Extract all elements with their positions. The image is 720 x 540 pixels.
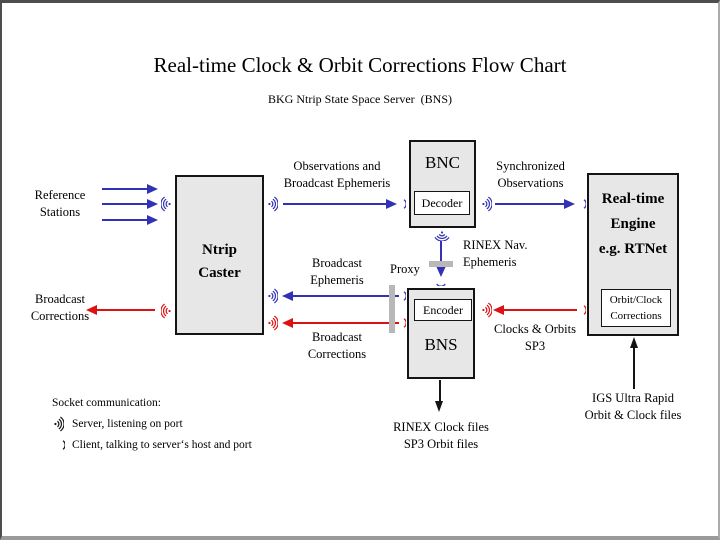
server-socket-icon	[160, 196, 173, 212]
bns-label: BNS	[424, 335, 458, 354]
rte-label-2: Engine	[610, 216, 656, 232]
label-broadcast-corrections: Broadcast Corrections	[307, 330, 367, 361]
server-socket-icon	[480, 302, 493, 318]
server-socket-icon	[266, 196, 279, 212]
orbit-clock-label-1: Orbit/Clock	[609, 294, 663, 306]
client-socket-icon	[59, 437, 66, 453]
legend-server-text: Server, listening on port	[72, 418, 183, 430]
server-socket-icon	[160, 303, 173, 319]
label-broadcast-corrections-left: Broadcast Corrections	[30, 292, 90, 323]
server-socket-icon	[52, 416, 65, 432]
client-socket-icon	[400, 288, 407, 304]
proxy-bar-horizontal	[429, 261, 453, 267]
decoder-box: Decoder	[414, 191, 470, 215]
client-socket-icon	[400, 196, 407, 212]
label-proxy: Proxy	[390, 262, 420, 276]
server-socket-icon	[480, 196, 493, 212]
ntrip-caster-label-2: Caster	[198, 265, 241, 281]
server-socket-icon	[266, 288, 279, 304]
label-broadcast-ephemeris: Broadcast Ephemeris	[310, 256, 364, 287]
diagram-title: Real-time Clock & Orbit Corrections Flow…	[153, 53, 567, 77]
label-clocks-orbits-sp3: Clocks & Orbits SP3	[494, 322, 576, 353]
rte-label-1: Real-time	[601, 191, 665, 207]
client-socket-icon	[580, 196, 587, 212]
orbit-clock-corrections-box: Orbit/Clock Corrections	[601, 289, 671, 327]
realtime-engine-box: Real-time Engine e.g. RTNet	[587, 173, 679, 336]
label-observations-broadcast-ephemeris: Observations and Broadcast Ephemeris	[283, 159, 391, 190]
label-rinex-clock-sp3-files: RINEX Clock files SP3 Orbit files	[393, 420, 489, 451]
label-synchronized-observations: Synchronized Observations	[496, 159, 565, 190]
orbit-clock-label-2: Corrections	[610, 309, 662, 322]
client-socket-icon	[400, 315, 407, 331]
label-reference-stations: Reference Stations	[34, 188, 86, 219]
bnc-label: BNC	[425, 153, 460, 172]
server-socket-icon	[266, 315, 279, 331]
label-rinex-nav-ephemeris: RINEX Nav. Ephemeris	[463, 238, 528, 269]
diagram-subtitle: BKG Ntrip State Space Server (BNS)	[268, 92, 452, 106]
label-igs-ultra-rapid: IGS Ultra Rapid Orbit & Clock files	[584, 391, 682, 422]
ntrip-caster-box: Ntrip Caster	[175, 175, 264, 335]
rte-label-3: e.g. RTNet	[598, 241, 668, 257]
encoder-box: Encoder	[414, 299, 472, 321]
proxy-bar-vertical	[389, 285, 395, 333]
legend-heading: Socket communication:	[52, 397, 161, 409]
client-socket-icon	[580, 302, 587, 318]
client-socket-icon	[433, 280, 449, 287]
legend-client-text: Client, talking to server‘s host and por…	[72, 439, 252, 451]
server-socket-icon	[434, 229, 450, 242]
ntrip-caster-label-1: Ntrip	[202, 242, 237, 258]
